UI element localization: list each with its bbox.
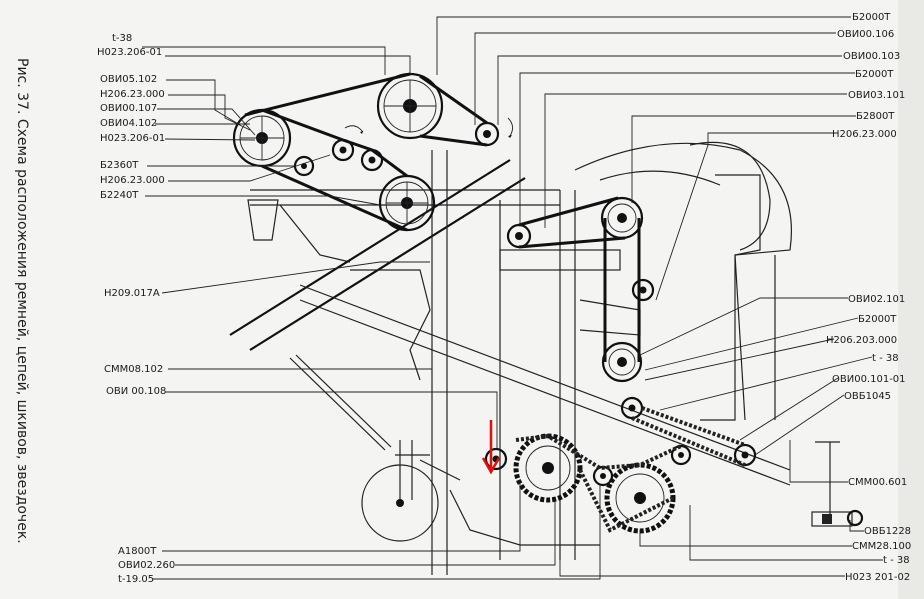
label-right-18: Н023 201-02	[845, 572, 910, 583]
label-left-8: Б2360Т	[100, 160, 139, 171]
label-left-12: СММ08.102	[104, 364, 163, 375]
chain-wheel-lower	[604, 462, 676, 534]
label-right-17: t - 38	[883, 555, 910, 566]
figure-caption: Рис. 37. Схема расположения ремней, цепе…	[14, 58, 30, 544]
sprocket-mid	[670, 444, 692, 466]
sprocket-far-right	[846, 509, 864, 527]
label-left-15: ОВИ02.260	[118, 560, 175, 571]
label-right-10: Н206.203.000	[826, 335, 897, 346]
machine-frame	[229, 141, 853, 575]
label-left-6: ОВИ04.102	[100, 118, 157, 129]
rotation-arrow-icon	[344, 125, 364, 133]
margin-strip	[898, 0, 924, 599]
label-right-9: Б2000Т	[858, 314, 897, 325]
label-right-12: ОВИ00.101-01	[832, 374, 906, 385]
leader-lines-left	[142, 46, 601, 580]
label-right-2: ОВИ00.106	[837, 29, 894, 40]
label-right-5: ОВИ03.101	[848, 90, 905, 101]
label-left-1: t-38	[112, 33, 132, 44]
pulley-fan	[600, 196, 644, 240]
belts	[244, 72, 746, 533]
label-right-15: ОВБ1228	[864, 526, 911, 537]
label-left-4: Н206.23.000	[100, 89, 165, 100]
label-left-10: Б2240Т	[100, 190, 139, 201]
labels-left: t-38 Н023.206-01 ОВИ05.102 Н206.23.000 О…	[97, 33, 175, 585]
label-left-9: Н206.23.000	[100, 175, 165, 186]
pulley-middle-right	[601, 341, 643, 383]
label-left-11: Н209.017А	[104, 288, 160, 299]
label-right-14: СММ00.601	[848, 477, 907, 488]
label-left-14: А1800Т	[118, 546, 157, 557]
pulley-drive	[484, 447, 508, 471]
label-right-1: Б2000Т	[852, 12, 891, 23]
label-right-4: Б2000Т	[855, 69, 894, 80]
label-right-11: t - 38	[872, 353, 899, 364]
label-right-7: Н206.23.000	[832, 129, 897, 140]
red-arrow-icon	[481, 420, 501, 475]
chain-wheel-large	[513, 433, 583, 503]
label-left-13: ОВИ 00.108	[106, 386, 166, 397]
leader-lines-right	[436, 16, 883, 577]
idler-vertical	[631, 278, 655, 302]
label-left-5: ОВИ00.107	[100, 103, 157, 114]
pulleys	[232, 72, 864, 542]
labels-right: Б2000Т ОВИ00.106 ОВИ00.103 Б2000Т ОВИ03.…	[826, 12, 911, 583]
label-right-16: СММ28.100	[852, 541, 911, 552]
rotation-arrow-icon	[507, 117, 513, 137]
label-right-13: ОВБ1045	[844, 391, 891, 402]
label-left-3: ОВИ05.102	[100, 74, 157, 85]
transport-wheel	[361, 464, 439, 542]
label-left-2: Н023.206-01	[97, 47, 162, 58]
label-left-7: Н023.206-01	[100, 133, 165, 144]
label-left-16: t-19.05	[118, 574, 154, 585]
label-right-3: ОВИ00.103	[843, 51, 900, 62]
label-right-6: Б2800Т	[856, 111, 895, 122]
label-right-8: ОВИ02.101	[848, 294, 905, 305]
